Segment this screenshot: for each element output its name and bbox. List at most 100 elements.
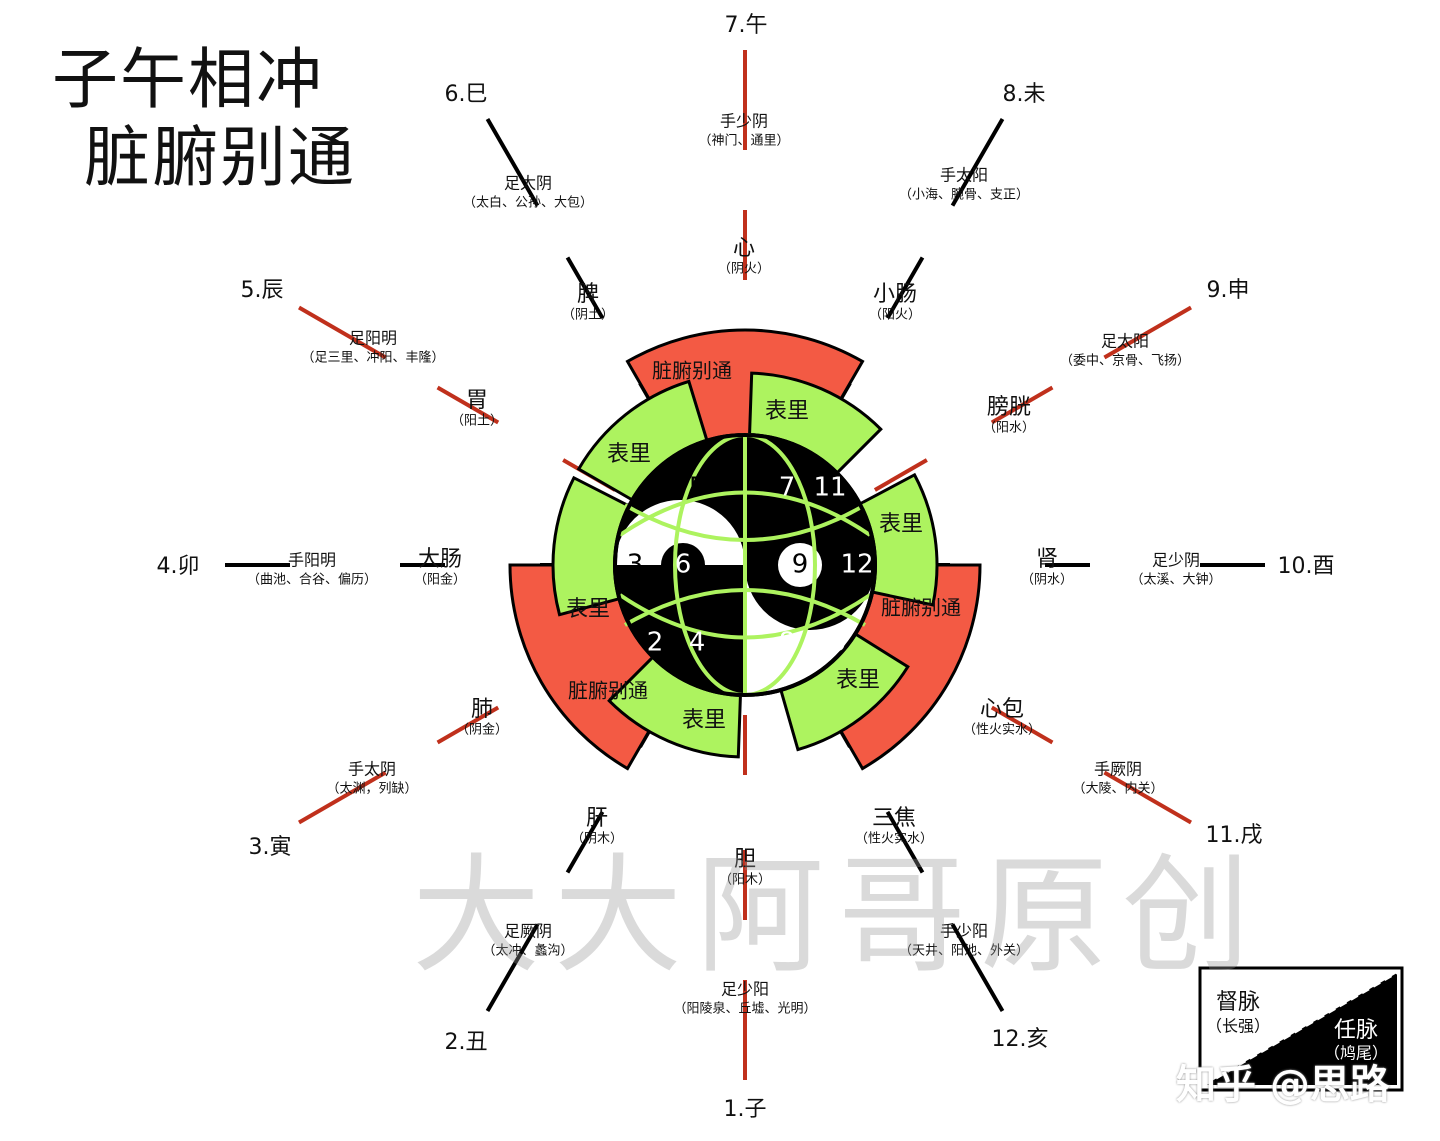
circle-number-12: 12	[840, 550, 873, 580]
inner-label-1: 表里	[607, 442, 651, 467]
organ-nature-胃: （阳土）	[451, 414, 503, 429]
spoke-line-11-2	[950, 923, 1005, 1013]
legend-diagonal	[1204, 972, 1398, 1086]
branch-申: 9.申	[1207, 278, 1250, 303]
dot-black	[661, 543, 705, 587]
circle-number-5: 5	[689, 473, 706, 503]
organ-心包: 心包	[980, 697, 1024, 722]
branch-辰: 5.辰	[241, 278, 284, 303]
spoke-line-8-0	[873, 458, 928, 492]
meridian-points-足少阴: （太溪、大钟）	[1130, 572, 1221, 588]
inner-label-3: 表里	[566, 597, 610, 622]
spoke-line-1-2	[485, 923, 540, 1013]
branch-亥: 12.亥	[992, 1027, 1049, 1052]
organ-nature-心: （阴火）	[718, 262, 770, 277]
grid-arc-mid2	[623, 588, 867, 627]
branch-丑: 2.丑	[445, 1030, 488, 1055]
spoke-line-1-1	[565, 810, 605, 874]
organ-nature-肺: （阴金）	[456, 722, 508, 738]
branch-酉: 10.酉	[1278, 554, 1335, 579]
organ-胆: 胆	[734, 847, 756, 872]
branch-巳: 6.巳	[445, 82, 488, 107]
spoke-line-5-1	[565, 256, 605, 320]
circle-number-4: 4	[689, 628, 706, 658]
meridian-points-足少阳: （阳陵泉、丘墟、光明）	[673, 1001, 816, 1017]
organ-肝: 肝	[586, 806, 608, 831]
meridian-足厥阴: 足厥阴	[504, 922, 552, 941]
circle-number-3: 3	[627, 550, 644, 580]
spoke-line-2-1	[436, 705, 500, 745]
branch-卯: 4.卯	[157, 554, 200, 579]
organ-nature-心包: （性火实水）	[963, 723, 1041, 738]
spoke-line-8-1	[990, 385, 1054, 425]
branch-寅: 3.寅	[249, 835, 292, 860]
organ-肺: 肺	[471, 697, 493, 722]
meridian-points-手少阳: （天井、阳池、外关）	[899, 944, 1029, 959]
meridian-points-足阳明: （足三里、冲阳、丰隆）	[301, 351, 444, 366]
branch-子: 1.子	[724, 1097, 767, 1122]
spoke-labels: 1.子2.丑3.寅4.卯5.辰6.巳7.午8.未9.申10.酉11.戌12.亥胆…	[157, 13, 1335, 1122]
circle-number-11: 11	[813, 473, 846, 503]
inner-label-4: 表里	[836, 668, 880, 693]
grid-arc-bottom	[618, 593, 872, 640]
spoke-line-8-2	[1103, 305, 1193, 360]
circle-number-7: 7	[779, 473, 796, 503]
organ-nature-三焦: （性火实水）	[855, 832, 933, 847]
spoke-line-4-1	[436, 385, 500, 425]
circle-number-10: 10	[813, 628, 846, 658]
organ-nature-胆: （阳木）	[719, 873, 771, 888]
meridian-足少阴: 足少阴	[1152, 551, 1200, 570]
organ-肾: 肾	[1036, 547, 1058, 572]
organ-nature-膀胱: （阳水）	[983, 421, 1035, 436]
meridian-手阳明: 手阳明	[288, 551, 336, 570]
outer-label-0: 脏腑别通	[652, 359, 732, 383]
meridian-足太阳: 足太阳	[1101, 332, 1149, 351]
dot-white	[778, 543, 822, 587]
circle-number-1: 1	[647, 473, 664, 503]
meridian-points-足厥阴: （太冲、蠡沟）	[482, 943, 573, 959]
spoke-line-4-2	[297, 305, 387, 360]
meridian-手少阴: 手少阴	[720, 112, 768, 131]
meridian-points-手厥阴: （大陵、内关）	[1072, 781, 1163, 797]
grid-arc-mid1	[623, 503, 867, 542]
spoke-line-7-1	[885, 256, 925, 320]
spoke-line-10-1	[990, 705, 1054, 745]
organ-小肠: 小肠	[873, 282, 917, 307]
inner-label-0: 表里	[765, 399, 809, 424]
circle-number-2: 2	[647, 628, 664, 658]
inner-label-2: 表里	[879, 512, 923, 537]
meridian-手厥阴: 手厥阴	[1094, 760, 1142, 779]
branch-戌: 11.戌	[1206, 823, 1263, 848]
circle-number-6: 6	[675, 550, 692, 580]
spoke-line-7-2	[950, 117, 1005, 207]
yin-lower-left	[615, 565, 745, 695]
legend-du-point: （长强）	[1206, 1017, 1270, 1036]
inner-label-5: 表里	[682, 708, 726, 733]
spoke-line-2-2	[297, 770, 387, 825]
circle-border	[613, 433, 877, 697]
spoke-line-5-2	[485, 117, 540, 207]
outer-label-1: 脏腑别通	[881, 596, 961, 620]
grid-arc-top	[618, 490, 872, 537]
organ-膀胱: 膀胱	[987, 395, 1031, 420]
legend-du-name: 督脉	[1216, 990, 1260, 1015]
meridian-足太阴: 足太阴	[504, 174, 552, 193]
branch-未: 8.未	[1003, 82, 1046, 107]
meridian-points-足太阴: （太白、公孙、大包）	[463, 195, 593, 211]
title-zang-fu: 脏腑别通	[84, 119, 356, 196]
circle-number-9: 9	[792, 550, 809, 580]
legend-ren-name: 任脉	[1334, 1018, 1378, 1043]
meridian-手太阳: 手太阳	[940, 166, 988, 185]
title-zi-wu: 子午相冲	[52, 41, 324, 118]
watermark: 大大阿哥原创	[412, 842, 1265, 991]
spoke-line-11-1	[885, 810, 925, 874]
organ-胃: 胃	[466, 388, 488, 413]
organ-心: 心	[733, 236, 755, 261]
organ-nature-肝: （阴木）	[571, 832, 623, 847]
organ-脾: 脾	[577, 282, 599, 307]
meridian-足阳明: 足阳明	[349, 329, 397, 348]
outer-label-2: 脏腑别通	[568, 679, 648, 703]
